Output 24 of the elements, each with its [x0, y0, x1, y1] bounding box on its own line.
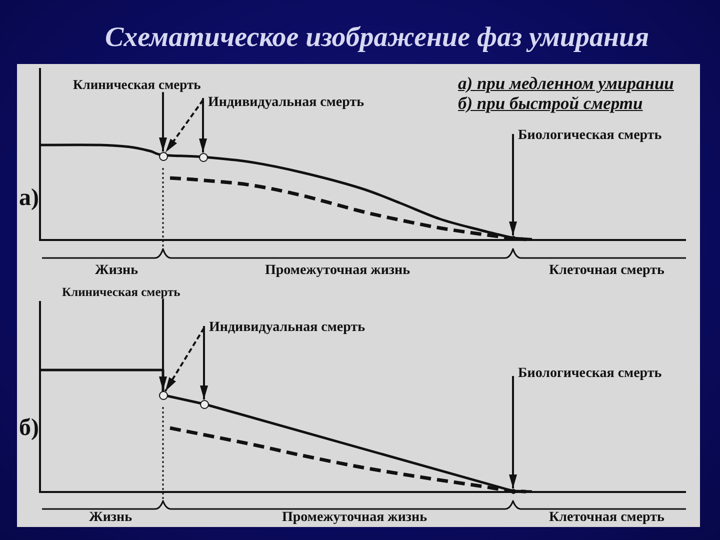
event-label: Индивидуальная смерть [203, 320, 365, 336]
arrow [200, 326, 208, 400]
phase-label: Клеточная смерть [549, 510, 664, 526]
event-label: Клиническая смерть [73, 77, 201, 92]
diagram-title: Схематическое изображение фаз умирания [105, 22, 650, 54]
dashed-arrow [164, 327, 205, 392]
phase-label: Промежуточная жизнь [265, 263, 410, 279]
panel-letter: а) [19, 185, 39, 212]
dashed-arrow [164, 99, 204, 153]
arrow [159, 92, 167, 152]
event-label: Биологическая смерть [512, 128, 662, 144]
legend-note: б) при быстрой смерти [458, 94, 643, 113]
arrow [509, 376, 517, 488]
legend-note: а) при медленном умирании [458, 74, 674, 93]
event-label: Индивидуальная смерть [202, 95, 364, 111]
phase-label: Промежуточная жизнь [282, 510, 427, 526]
phase-label: Клеточная смерть [549, 263, 664, 279]
event-label: Клиническая смерть [62, 285, 180, 299]
phase-label: Жизнь [89, 510, 132, 526]
event-label: Биологическая смерть [512, 366, 662, 382]
arrow [199, 98, 207, 152]
arrow [509, 134, 517, 236]
panel-letter: б) [19, 415, 39, 442]
phase-label: Жизнь [95, 263, 138, 279]
